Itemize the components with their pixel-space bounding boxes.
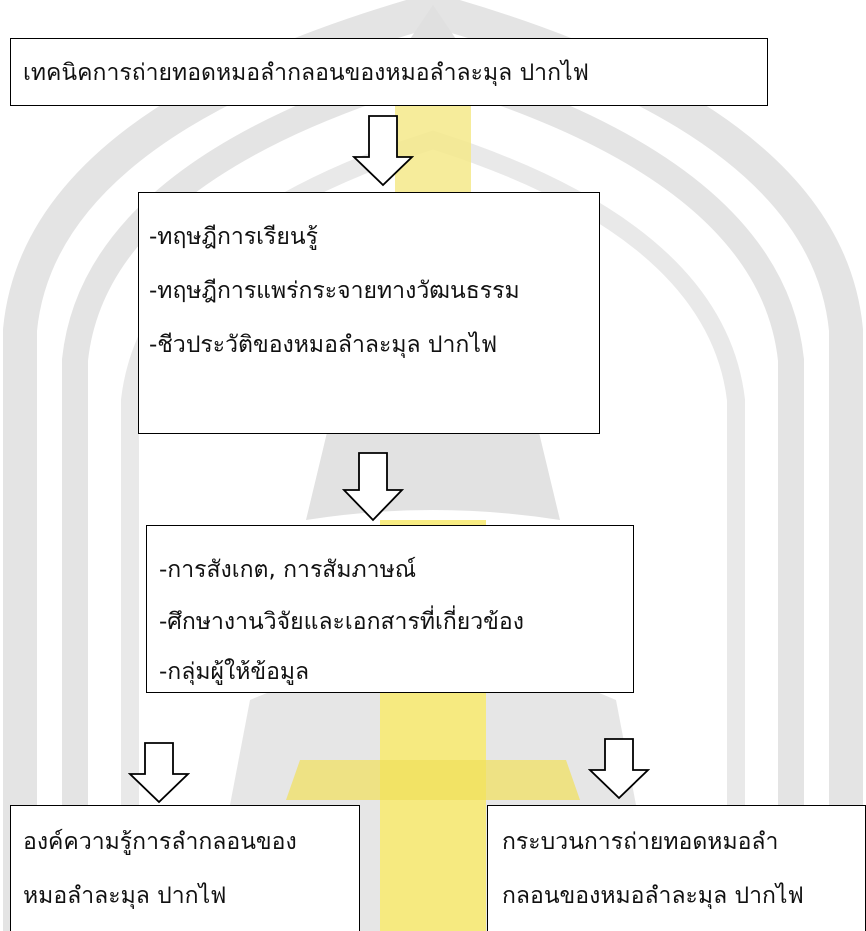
down-arrow-2	[342, 452, 404, 522]
down-arrow-left	[128, 742, 190, 804]
right-output-box: กระบวนการถ่ายทอดหมอลำ กลอนของหมอลำละมุล …	[487, 805, 866, 931]
method-box: -การสังเกต, การสัมภาษณ์ -ศึกษางานวิจัยแล…	[146, 525, 634, 693]
method-line-3: -กลุ่มผู้ให้ข้อมูล	[159, 659, 310, 685]
right-output-line-1: กระบวนการถ่ายทอดหมอลำ	[502, 829, 779, 855]
watermark-stupa-tier	[286, 760, 580, 800]
right-output-line-2: กลอนของหมอลำละมุล ปากไฟ	[502, 883, 804, 909]
theory-line-1: -ทฤษฎีการเรียนรู้	[149, 224, 318, 250]
left-output-line-1: องค์ความรู้การลำกลอนของ	[23, 829, 297, 855]
theory-line-2: -ทฤษฎีการแพร่กระจายทางวัฒนธรรม	[149, 278, 520, 304]
title-box: เทคนิคการถ่ายทอดหมอลำกลอนของหมอลำละมุล ป…	[10, 38, 768, 106]
down-arrow-1	[352, 115, 414, 187]
left-output-line-2: หมอลำละมุล ปากไฟ	[23, 883, 227, 909]
theory-line-3: -ชีวประวัติของหมอลำละมุล ปากไฟ	[149, 332, 498, 358]
method-line-2: -ศึกษางานวิจัยและเอกสารที่เกี่ยวข้อง	[159, 609, 524, 635]
title-text: เทคนิคการถ่ายทอดหมอลำกลอนของหมอลำละมุล ป…	[23, 60, 589, 86]
left-output-box: องค์ความรู้การลำกลอนของ หมอลำละมุล ปากไฟ	[10, 805, 360, 931]
method-line-1: -การสังเกต, การสัมภาษณ์	[159, 557, 417, 583]
theory-box: -ทฤษฎีการเรียนรู้ -ทฤษฎีการแพร่กระจายทาง…	[138, 192, 600, 434]
down-arrow-right	[588, 738, 650, 800]
